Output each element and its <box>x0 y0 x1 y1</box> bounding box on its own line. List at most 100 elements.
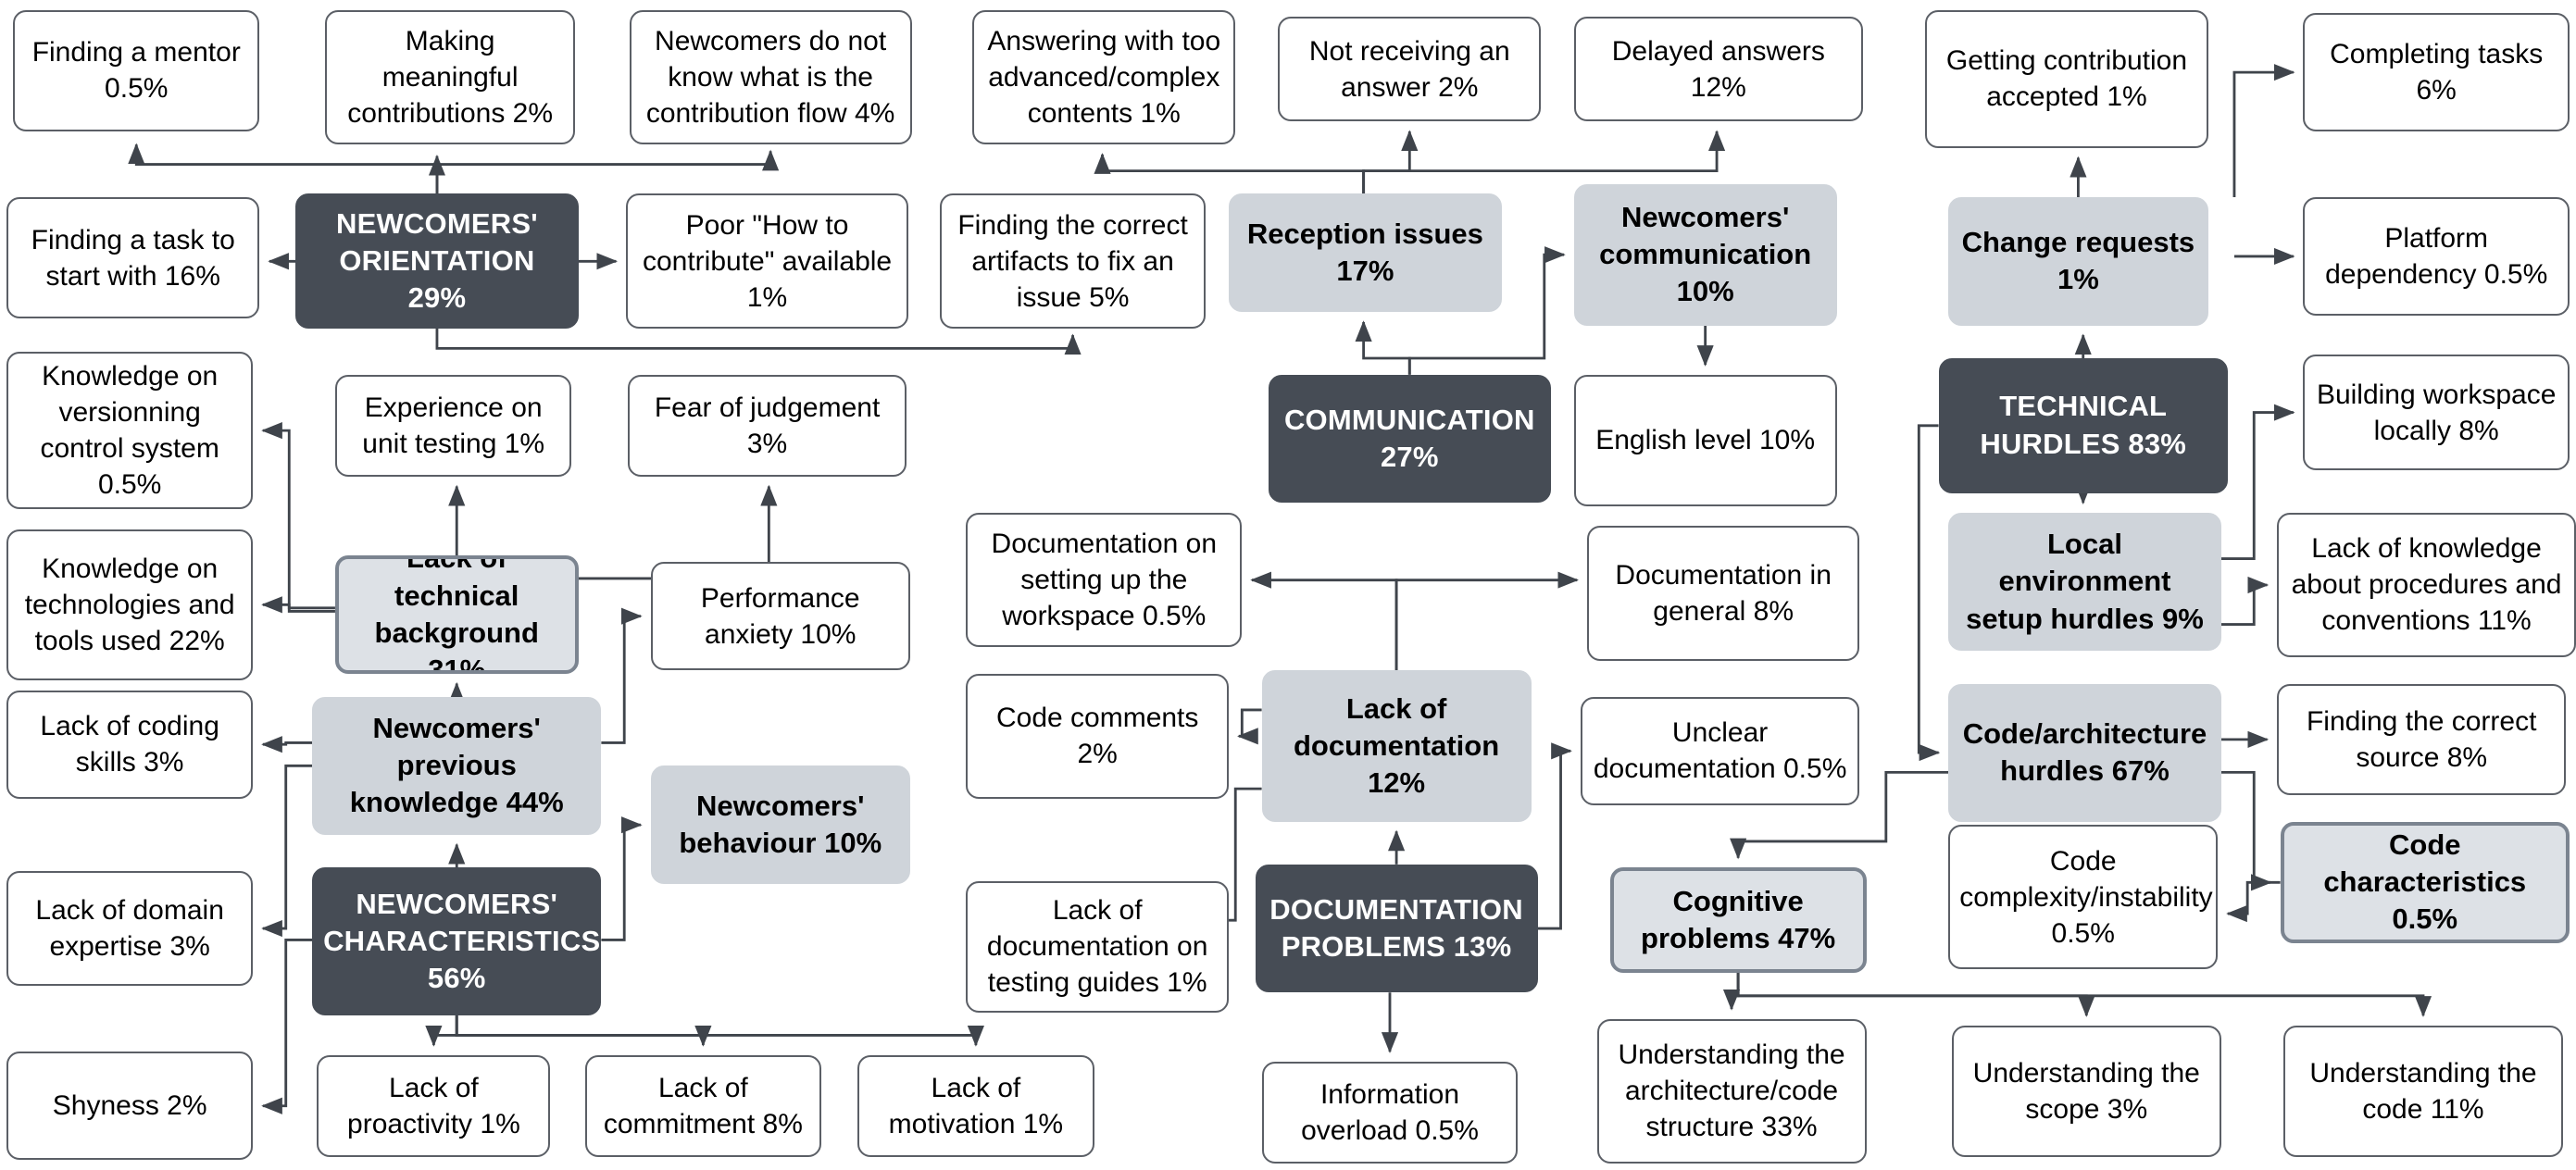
node-box[interactable]: NEWCOMERS' CHARACTERISTICS 56% <box>312 867 602 1016</box>
node-label: DOCUMENTATION PROBLEMS 13% <box>1269 892 1523 964</box>
node-label: Getting contribution accepted 1% <box>1945 45 2188 113</box>
node-label: Making meaningful contributions 2% <box>347 25 554 129</box>
node-box[interactable]: Information overload 0.5% <box>1261 1061 1519 1164</box>
node-box[interactable]: Finding the correct artifacts to fix an … <box>939 193 1207 330</box>
node-box[interactable]: Newcomers' previous knowledge 44% <box>312 696 602 835</box>
node-box[interactable]: Poor "How to contribute" available 1% <box>625 193 909 330</box>
node-label: Lack of commitment 8% <box>603 1072 803 1139</box>
node-box[interactable]: Newcomers do not know what is the contri… <box>629 9 912 145</box>
node-box[interactable]: Change requests 1% <box>1948 197 2208 326</box>
node-label: Platform dependency 0.5% <box>2325 222 2548 290</box>
node-box[interactable]: Platform dependency 0.5% <box>2303 197 2570 316</box>
node-box[interactable]: Newcomers' communication 10% <box>1573 183 1837 326</box>
node-label: NEWCOMERS' CHARACTERISTICS 56% <box>323 887 601 995</box>
node-label: Completing tasks 6% <box>2330 39 2544 106</box>
node-label: Lack of documentation 12% <box>1294 691 1500 800</box>
node-box[interactable]: Experience on unit testing 1% <box>334 374 572 477</box>
node-label: COMMUNICATION 27% <box>1283 403 1535 473</box>
node-label: English level 10% <box>1595 425 1816 456</box>
node-box[interactable]: TECHNICAL HURDLES 83% <box>1938 358 2228 493</box>
node-box[interactable]: Lack of motivation 1% <box>857 1054 1094 1157</box>
node-box[interactable]: Shyness 2% <box>6 1052 254 1161</box>
node-label: Poor "How to contribute" available 1% <box>642 209 893 313</box>
node-label: Lack of proactivity 1% <box>347 1072 520 1139</box>
node-box[interactable]: DOCUMENTATION PROBLEMS 13% <box>1255 864 1538 993</box>
node-label: Newcomers' communication 10% <box>1599 200 1812 308</box>
node-box[interactable]: Newcomers' behaviour 10% <box>650 765 910 885</box>
node-box[interactable]: Lack of technical background 31% <box>334 555 579 674</box>
node-label: Newcomers' behaviour 10% <box>679 789 882 860</box>
node-box[interactable]: Building workspace locally 8% <box>2303 355 2570 470</box>
node-box[interactable]: Making meaningful contributions 2% <box>325 9 575 145</box>
node-label: Understanding the scope 3% <box>1972 1057 2200 1125</box>
node-box[interactable]: Lack of documentation on testing guides … <box>966 880 1230 1013</box>
node-box[interactable]: Code characteristics 0.5% <box>2280 821 2570 943</box>
node-label: Building workspace locally 8% <box>2316 379 2557 446</box>
node-label: Experience on unit testing 1% <box>362 392 545 459</box>
node-box[interactable]: Knowledge on technologies and tools used… <box>6 529 254 680</box>
node-box[interactable]: Code comments 2% <box>966 673 1230 799</box>
node-label: Unclear documentation 0.5% <box>1593 717 1847 785</box>
node-box[interactable]: Understanding the scope 3% <box>1951 1025 2221 1157</box>
node-box[interactable]: Delayed answers 12% <box>1573 16 1863 122</box>
node-label: Lack of technical background 31% <box>374 555 539 674</box>
node-box[interactable]: NEWCOMERS' ORIENTATION 29% <box>295 193 579 330</box>
node-box[interactable]: Answering with too advanced/complex cont… <box>972 9 1236 145</box>
node-box[interactable]: English level 10% <box>1573 374 1837 506</box>
node-box[interactable]: Fear of judgement 3% <box>627 374 907 477</box>
node-box[interactable]: Code/architecture hurdles 67% <box>1948 683 2221 822</box>
node-box[interactable]: Lack of knowledge about procedures and c… <box>2277 512 2576 658</box>
node-box[interactable]: Getting contribution accepted 1% <box>1925 9 2208 148</box>
node-label: Performance anxiety 10% <box>700 582 860 650</box>
node-box[interactable]: Lack of proactivity 1% <box>317 1054 551 1157</box>
node-box[interactable]: Lack of coding skills 3% <box>6 690 254 799</box>
node-label: Finding the correct artifacts to fix an … <box>957 209 1188 313</box>
node-box[interactable]: Finding the correct source 8% <box>2277 683 2567 796</box>
node-box[interactable]: Finding a task to start with 16% <box>6 197 260 319</box>
node-label: Local environment setup hurdles 9% <box>1966 527 2204 635</box>
node-box[interactable]: Understanding the architecture/code stru… <box>1596 1018 1867 1164</box>
node-box[interactable]: Documentation in general 8% <box>1586 526 1860 661</box>
node-box[interactable]: Reception issues 17% <box>1229 193 1502 313</box>
node-label: Fear of judgement 3% <box>654 392 881 459</box>
node-label: Finding a mentor 0.5% <box>31 37 241 105</box>
node-box[interactable]: Unclear documentation 0.5% <box>1580 696 1860 805</box>
node-box[interactable]: Lack of domain expertise 3% <box>6 870 254 987</box>
node-label: Information overload 0.5% <box>1301 1078 1479 1146</box>
node-label: Knowledge on versionning control system … <box>40 361 219 501</box>
node-box[interactable]: Documentation on setting up the workspac… <box>966 512 1243 648</box>
node-label: Change requests 1% <box>1961 225 2195 296</box>
node-box[interactable]: Understanding the code 11% <box>2283 1025 2563 1157</box>
node-box[interactable]: Finding a mentor 0.5% <box>13 9 260 131</box>
node-box[interactable]: Performance anxiety 10% <box>650 562 910 671</box>
node-label: Reception issues 17% <box>1246 218 1483 288</box>
node-label: Understanding the code 11% <box>2309 1057 2537 1125</box>
node-label: Documentation on setting up the workspac… <box>991 529 1218 632</box>
node-label: Code complexity/instability 0.5% <box>1959 845 2213 949</box>
node-label: Cognitive problems 47% <box>1641 884 1836 955</box>
node-label: Lack of domain expertise 3% <box>35 895 224 963</box>
node-label: Finding a task to start with 16% <box>31 224 235 292</box>
node-label: Code/architecture hurdles 67% <box>1962 716 2207 788</box>
node-label: Code comments 2% <box>995 703 1199 770</box>
node-box[interactable]: Lack of commitment 8% <box>584 1054 822 1157</box>
node-label: Understanding the architecture/code stru… <box>1618 1039 1845 1143</box>
node-label: Lack of coding skills 3% <box>40 711 219 778</box>
node-box[interactable]: Not receiving an answer 2% <box>1278 16 1542 122</box>
node-label: Lack of knowledge about procedures and c… <box>2291 533 2562 637</box>
node-label: Newcomers do not know what is the contri… <box>645 25 895 129</box>
node-box[interactable]: Code complexity/instability 0.5% <box>1948 825 2219 970</box>
node-label: Not receiving an answer 2% <box>1308 35 1510 103</box>
node-box[interactable]: COMMUNICATION 27% <box>1268 374 1551 504</box>
node-label: Shyness 2% <box>52 1090 207 1122</box>
node-label: Newcomers' previous knowledge 44% <box>349 711 564 819</box>
node-box[interactable]: Lack of documentation 12% <box>1261 670 1532 822</box>
node-label: Finding the correct source 8% <box>2306 705 2537 773</box>
node-label: NEWCOMERS' ORIENTATION 29% <box>336 206 538 315</box>
node-box[interactable]: Completing tasks 6% <box>2303 13 2570 131</box>
node-box[interactable]: Cognitive problems 47% <box>1609 867 1867 973</box>
node-box[interactable]: Knowledge on versionning control system … <box>6 351 254 510</box>
node-box[interactable]: Local environment setup hurdles 9% <box>1948 512 2221 651</box>
node-label: Delayed answers 12% <box>1611 35 1825 103</box>
node-label: TECHNICAL HURDLES 83% <box>1980 390 2187 460</box>
